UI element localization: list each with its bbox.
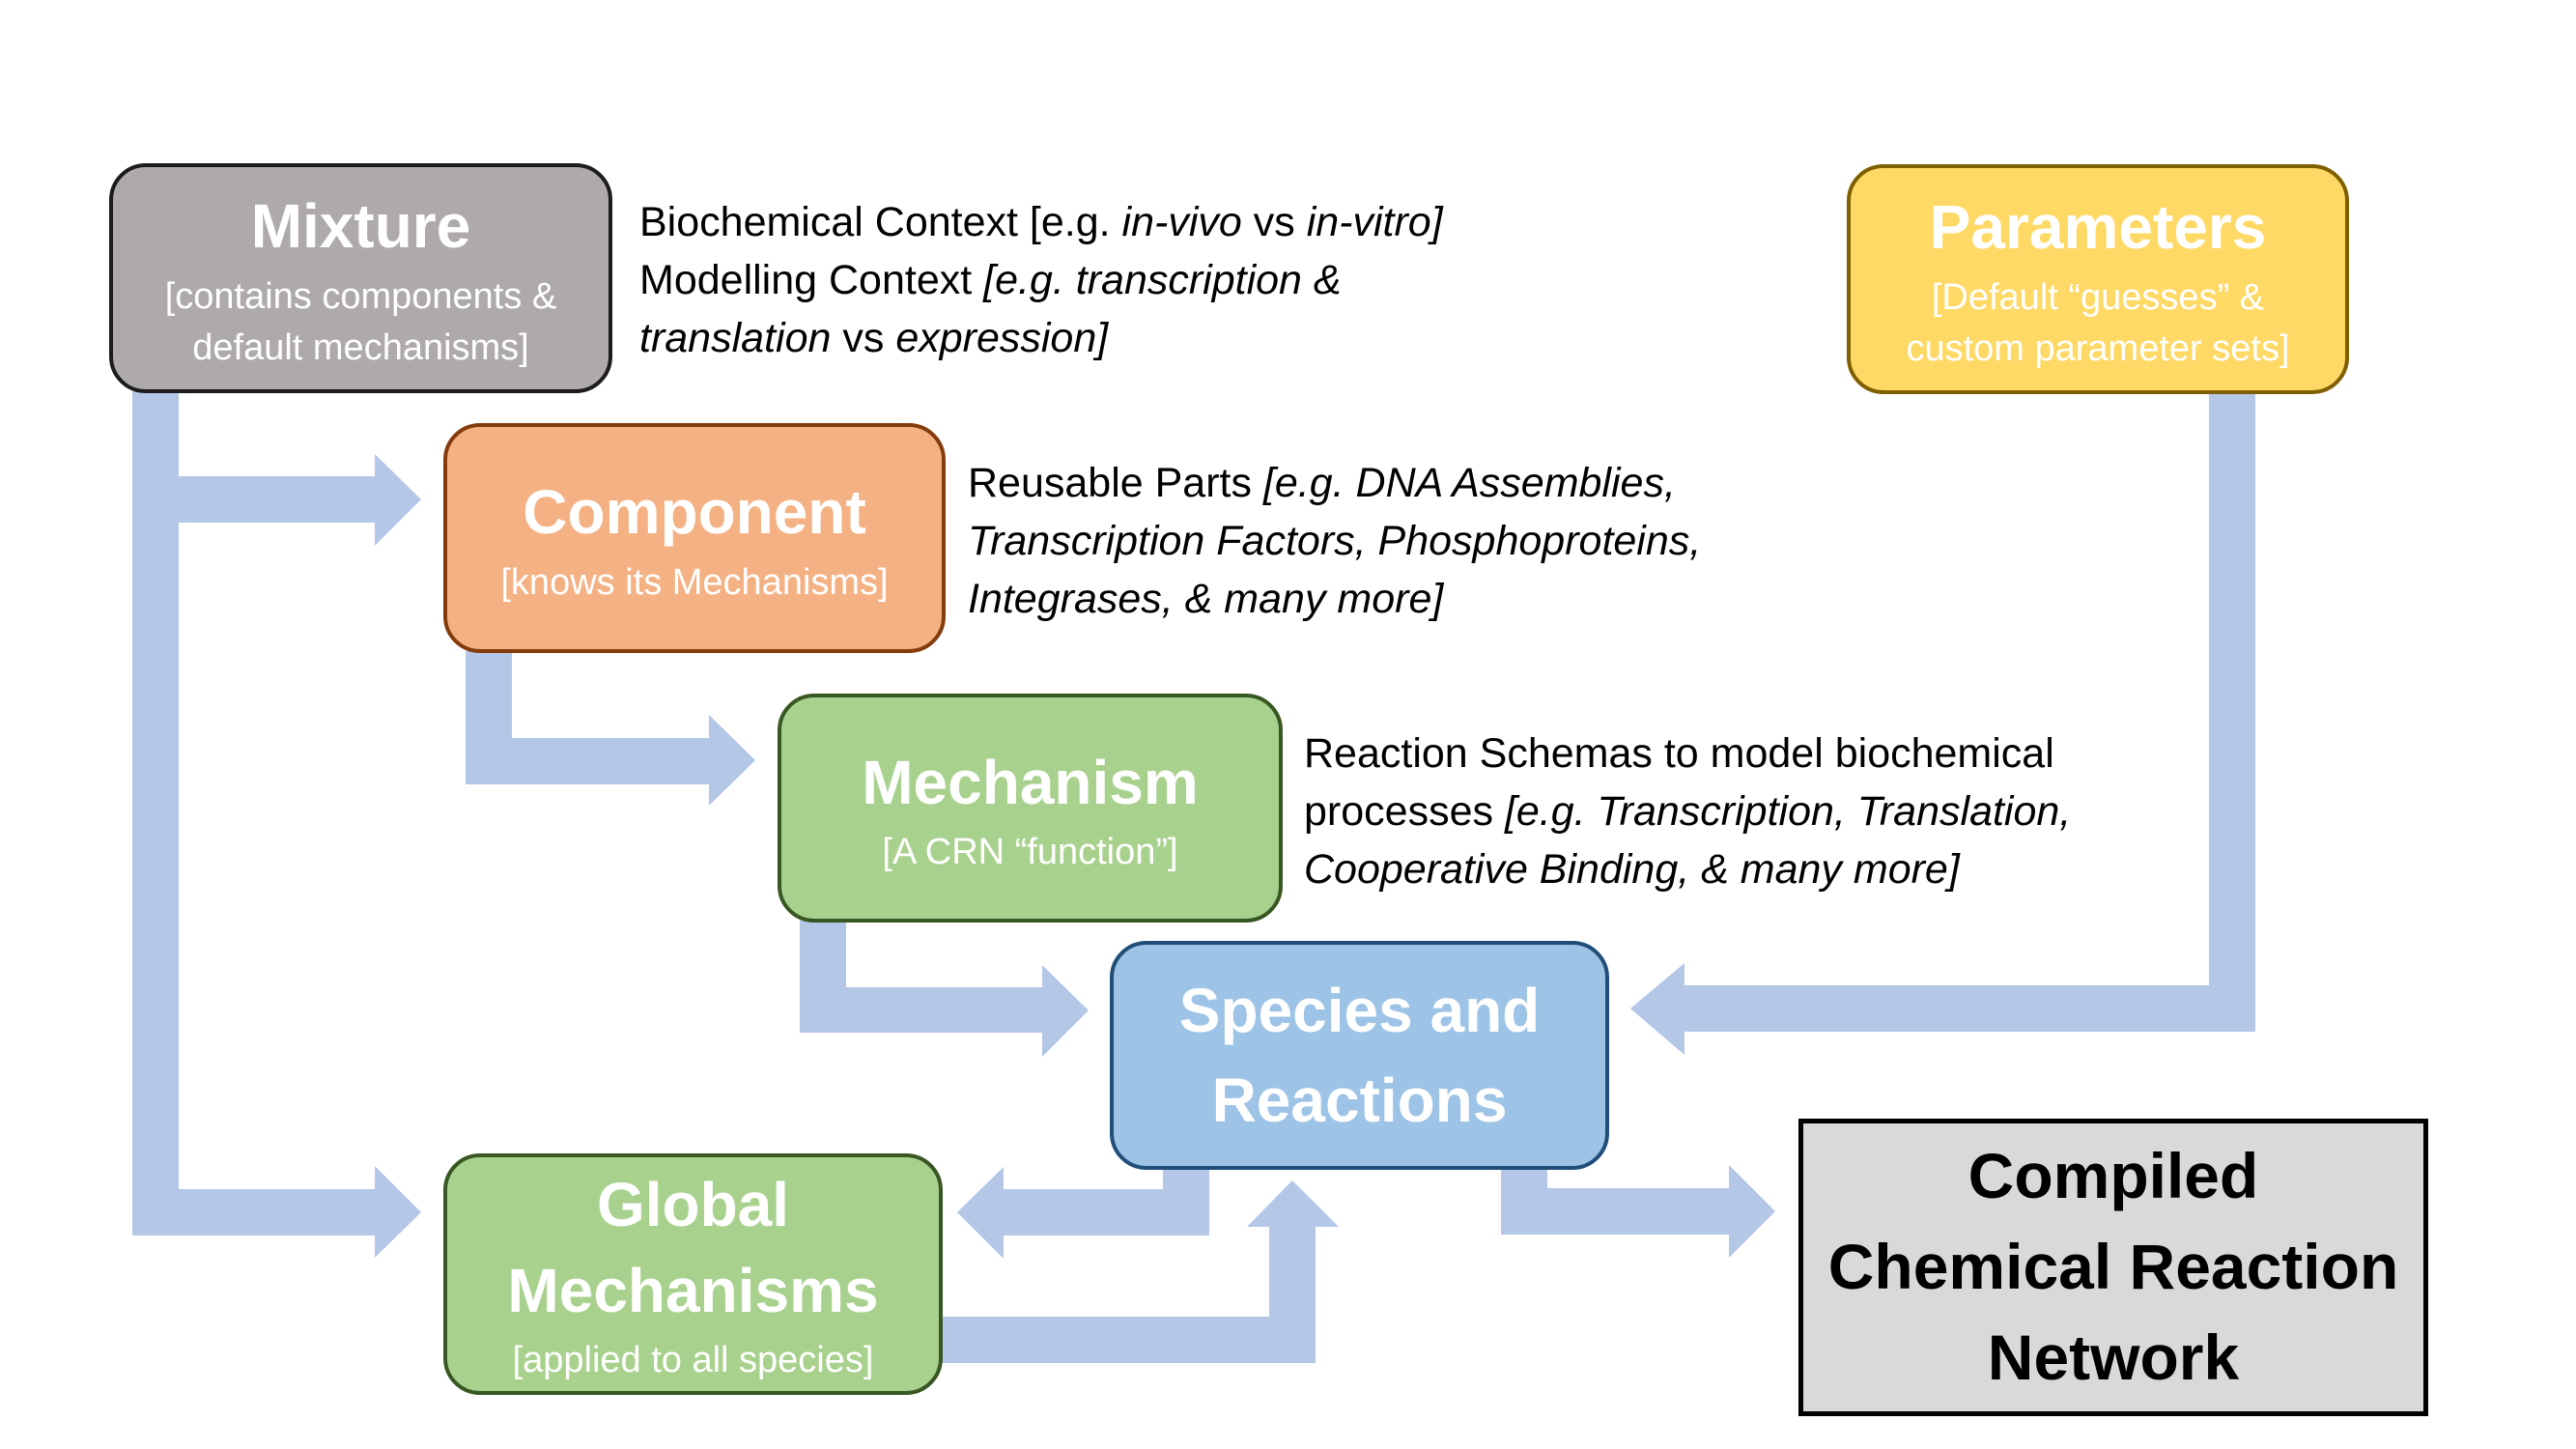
species-title-line-2: Reactions (1211, 1065, 1508, 1135)
text-italic: [e.g. DNA Assemblies, (1262, 460, 1676, 506)
arrow-component-to-mechanism (466, 651, 755, 806)
global-title-line-1: Global (596, 1169, 790, 1239)
mixture-description-line-1: Biochemical Context [e.g. in-vivo vs in-… (639, 193, 1443, 251)
text-italic: in-vivo (1121, 199, 1242, 245)
text-italic: translation (639, 315, 832, 361)
mixture-description-line-3: translation vs expression] (639, 309, 1443, 367)
crn-title-line-1: Compiled (1967, 1140, 2259, 1212)
arrow-mixture-to-component (179, 454, 421, 546)
mixture-node: Mixture [contains components & default m… (109, 163, 612, 393)
global-subtitle: [applied to all species] (512, 1340, 874, 1380)
component-title: Component (523, 477, 866, 547)
text-italic: in-vitro] (1306, 199, 1443, 245)
mixture-subtitle-line-2: default mechanisms] (192, 327, 529, 369)
text: Reusable Parts (968, 460, 1263, 506)
text-italic: Transcription Factors, Phosphoproteins, (968, 518, 1702, 564)
mechanism-description-line-1: Reaction Schemas to model biochemical (1304, 724, 2071, 782)
component-node: Component [knows its Mechanisms] (443, 423, 946, 653)
text-italic: [e.g. Transcription, Translation, (1504, 788, 2072, 835)
component-description-line-3: Integrases, & many more] (968, 570, 1701, 628)
mechanism-description-line-2: processes [e.g. Transcription, Translati… (1304, 782, 2071, 840)
component-description-line-2: Transcription Factors, Phosphoproteins, (968, 512, 1701, 570)
mixture-subtitle-line-1: [contains components & (164, 276, 557, 318)
arrow-species-to-global (957, 1167, 1209, 1259)
component-subtitle: [knows its Mechanisms] (500, 561, 889, 603)
text: processes (1304, 788, 1505, 835)
species-title-line-1: Species and (1178, 975, 1541, 1045)
compiled-crn-node: Compiled Chemical Reaction Network (1798, 1119, 2428, 1416)
parameters-subtitle-line-2: custom parameter sets] (1906, 328, 2290, 370)
parameters-subtitle-line-1: [Default “guesses” & (1931, 277, 2265, 319)
text: vs (1241, 199, 1307, 245)
global-title-line-2: Mechanisms (507, 1256, 879, 1326)
global-mechanisms-node: Global Mechanisms [applied to all specie… (443, 1153, 943, 1395)
component-description-line-1: Reusable Parts [e.g. DNA Assemblies, (968, 454, 1701, 512)
crn-title-line-3: Network (1987, 1321, 2240, 1393)
arrow-species-to-crn (1501, 1165, 1775, 1258)
arrow-mixture-to-global (132, 1166, 421, 1258)
mixture-description: Biochemical Context [e.g. in-vivo vs in-… (639, 193, 1443, 367)
crn-title-line-2: Chemical Reaction (1827, 1231, 2399, 1303)
mixture-title: Mixture (250, 191, 471, 262)
mechanism-node: Mechanism [A CRN “function”] (778, 694, 1283, 923)
mixture-description-line-2: Modelling Context [e.g. transcription & (639, 251, 1443, 309)
arrow-global-to-species (942, 1180, 1339, 1363)
arrow-mechanism-to-species (800, 921, 1089, 1057)
component-description: Reusable Parts [e.g. DNA Assemblies, Tra… (968, 454, 1701, 628)
text: Biochemical Context [e.g. (639, 199, 1122, 245)
parameters-node: Parameters [Default “guesses” & custom p… (1847, 164, 2349, 394)
text: Reaction Schemas to model biochemical (1304, 730, 2054, 777)
text-italic: Integrases, & many more] (968, 576, 1444, 622)
mechanism-description-line-3: Cooperative Binding, & many more] (1304, 840, 2071, 898)
mechanism-title: Mechanism (862, 747, 1199, 817)
text: vs (831, 315, 896, 361)
mechanism-description: Reaction Schemas to model biochemical pr… (1304, 724, 2071, 898)
text-italic: [e.g. transcription & (983, 257, 1342, 303)
arrow-parameters-to-species (1630, 392, 2255, 1055)
arrow-mixture-trunk (132, 391, 179, 1236)
mechanism-subtitle: [A CRN “function”] (882, 832, 1178, 873)
parameters-title: Parameters (1929, 192, 2267, 263)
text-italic: Cooperative Binding, & many more] (1304, 846, 1960, 893)
text-italic: expression] (895, 315, 1109, 361)
text: Modelling Context (639, 257, 984, 303)
species-reactions-node: Species and Reactions (1110, 941, 1609, 1170)
